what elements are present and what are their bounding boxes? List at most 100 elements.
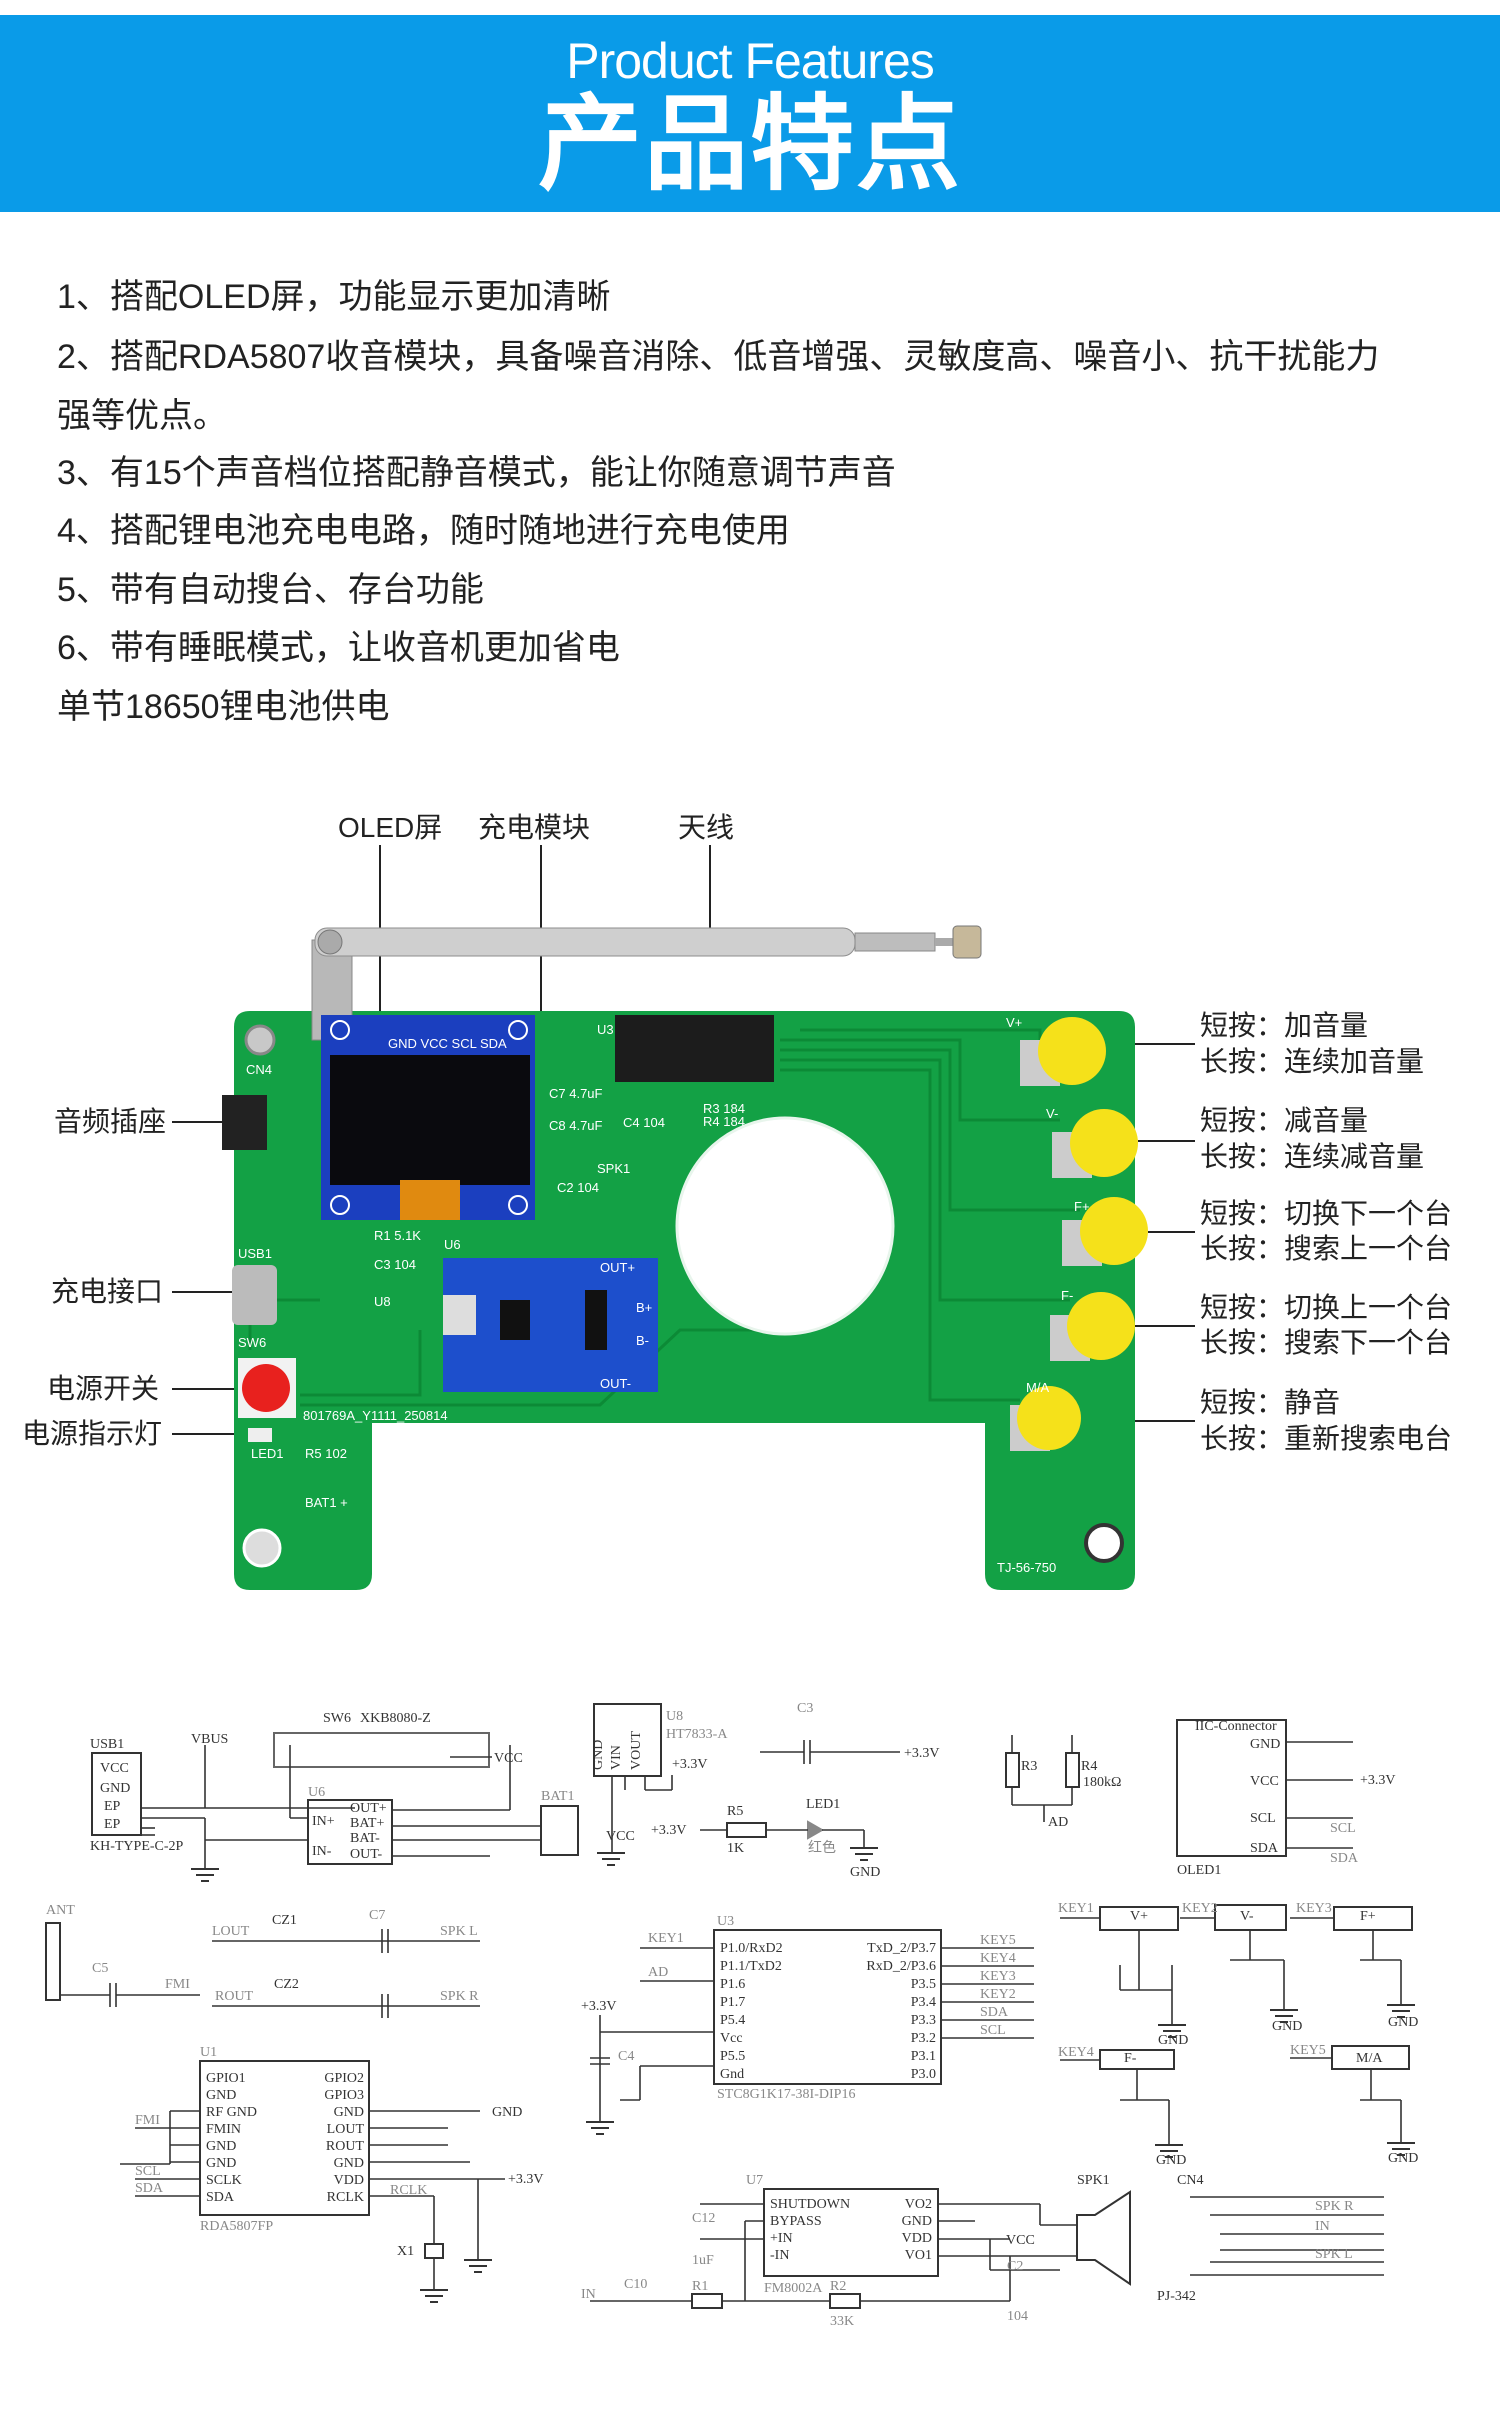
schematic-label: FMIN <box>206 2122 241 2137</box>
schematic-label: IN <box>581 2287 596 2302</box>
schematic-label: KEY5 <box>1290 2043 1326 2058</box>
usb-c-port <box>232 1265 277 1325</box>
label-power-switch: 电源开关 <box>47 1373 160 1404</box>
schematic-label: GND <box>1272 2019 1302 2034</box>
schematic-label: R5 <box>727 1804 743 1819</box>
oled-module <box>321 1015 535 1220</box>
schematic-label: F- <box>1124 2051 1137 2066</box>
schematic-label: SCL <box>135 2164 161 2179</box>
schematic-label: 1uF <box>692 2253 714 2268</box>
schematic-label: SCL <box>980 2023 1006 2038</box>
feature-line: 3、有15个声音档位搭配静音模式，能让你随意调节声音 <box>57 454 896 492</box>
schematic-label: GND <box>206 2139 236 2154</box>
schematic-label: GND <box>1250 1737 1280 1752</box>
schematic-label: +3.3V <box>508 2172 544 2187</box>
silk-button-key: F- <box>1061 1288 1073 1303</box>
ground-symbols <box>191 1847 1415 2303</box>
schematic-label: SW6 <box>323 1711 351 1726</box>
schematic-label: C7 <box>369 1908 385 1923</box>
label-charge-port: 充电接口 <box>51 1276 164 1307</box>
schematic-label: P5.5 <box>720 2049 745 2064</box>
schematic-label: V- <box>1240 1909 1254 1924</box>
schematic-label: RxD_2/P3.6 <box>866 1959 936 1974</box>
schematic-label: IN <box>1315 2219 1330 2234</box>
schematic-label: EP <box>104 1799 121 1814</box>
schematic-label: KEY4 <box>980 1951 1016 1966</box>
schematic-label: P3.2 <box>911 2031 936 2046</box>
button-vminus-long: 长按：连续减音量 <box>1200 1141 1425 1172</box>
schematic-label: BAT+ <box>350 1816 384 1831</box>
schematic-label: SHUTDOWN <box>770 2197 850 2212</box>
schematic-label: GND <box>100 1781 130 1796</box>
feature-line: 强等优点。 <box>57 397 227 435</box>
schematic-label: KEY1 <box>648 1931 684 1946</box>
schematic-label: IIC-Connector <box>1195 1719 1277 1734</box>
schematic-label: SCLK <box>206 2173 242 2188</box>
schematic-label: SCL <box>1330 1821 1356 1836</box>
silk-bat1: BAT1 + <box>305 1495 348 1510</box>
silk-b-minus: B- <box>636 1333 649 1348</box>
schematic-label: VCC <box>1250 1774 1279 1789</box>
schematic-label: U8 <box>666 1709 683 1724</box>
schematic-label: P3.1 <box>911 2049 936 2064</box>
schematic-label: ANT <box>46 1903 75 1918</box>
schematic-label: GND <box>206 2156 236 2171</box>
button-fminus-long: 长按：搜索下一个台 <box>1200 1327 1453 1358</box>
schematic-label: VCC <box>606 1829 635 1844</box>
schematic-label: -IN <box>770 2248 789 2263</box>
silk-b-plus: B+ <box>636 1300 652 1315</box>
pcb-traces <box>248 1028 1080 1407</box>
schematic-label: U3 <box>717 1914 734 1929</box>
bat1-symbol <box>540 1805 579 1856</box>
feature-line: 5、带有自动搜台、存台功能 <box>57 571 484 609</box>
u3-ic-chip <box>615 1015 774 1082</box>
button-vplus-long: 长按：连续加音量 <box>1200 1046 1425 1077</box>
schematic-label: SDA <box>206 2190 235 2205</box>
schematic-label: P1.0/RxD2 <box>720 1941 783 1956</box>
label-charge-module: 充电模块 <box>478 812 591 843</box>
silk-led1: LED1 <box>251 1446 284 1461</box>
button-fplus-long: 长按：搜索上一个台 <box>1200 1233 1453 1264</box>
schematic-label: GND <box>591 1740 606 1770</box>
u6-symbol <box>307 1799 393 1865</box>
title-en: Product Features <box>566 33 935 89</box>
silk-r5: R5 102 <box>305 1446 347 1461</box>
oled1-symbol <box>1176 1719 1287 1857</box>
feature-line: 6、带有睡眠模式，让收音机更加省电 <box>57 629 620 667</box>
silk-out-plus: OUT+ <box>600 1260 635 1275</box>
schematic-label: AD <box>648 1965 668 1980</box>
schematic-label: P3.4 <box>911 1995 936 2010</box>
schematic-label: OLED1 <box>1177 1863 1221 1878</box>
schematic-label: P1.6 <box>720 1977 745 1992</box>
button-ma-short: 短按：静音 <box>1200 1387 1341 1418</box>
schematic-label: SDA <box>980 2005 1009 2020</box>
schematic-label: IN+ <box>312 1814 335 1829</box>
schematic-label: Vcc <box>720 2031 743 2046</box>
schematic-label: VIN <box>609 1745 624 1770</box>
schematic-label: 1K <box>727 1841 744 1856</box>
schematic-label: BAT1 <box>541 1789 574 1804</box>
schematic-label: RF GND <box>206 2105 257 2120</box>
schematic-label: GND <box>1158 2033 1188 2048</box>
schematic-label: OUT- <box>350 1847 382 1862</box>
schematic-label: GND <box>334 2105 364 2120</box>
button-vplus-short: 短按：加音量 <box>1200 1010 1369 1041</box>
ground-icon <box>1155 2144 1183 2158</box>
schematic-label: HT7833-A <box>666 1727 728 1742</box>
schematic-label: R4 <box>1081 1759 1097 1774</box>
schematic-label: +IN <box>770 2231 793 2246</box>
button-fminus-short: 短按：切换上一个台 <box>1200 1292 1453 1323</box>
r5-symbol <box>726 1822 767 1838</box>
schematic-label: KEY5 <box>980 1933 1016 1948</box>
schematic-label: LED1 <box>806 1797 840 1812</box>
schematic-label: KEY4 <box>1058 2045 1094 2060</box>
speaker-symbol <box>1076 2190 1131 2286</box>
schematic-label: VO1 <box>905 2248 932 2263</box>
schematic-label: R1 <box>692 2279 708 2294</box>
x1-crystal <box>424 2243 444 2259</box>
label-antenna: 天线 <box>678 812 735 843</box>
schematic-label: C2 <box>1007 2259 1023 2274</box>
ground-icon <box>1158 2024 1186 2038</box>
